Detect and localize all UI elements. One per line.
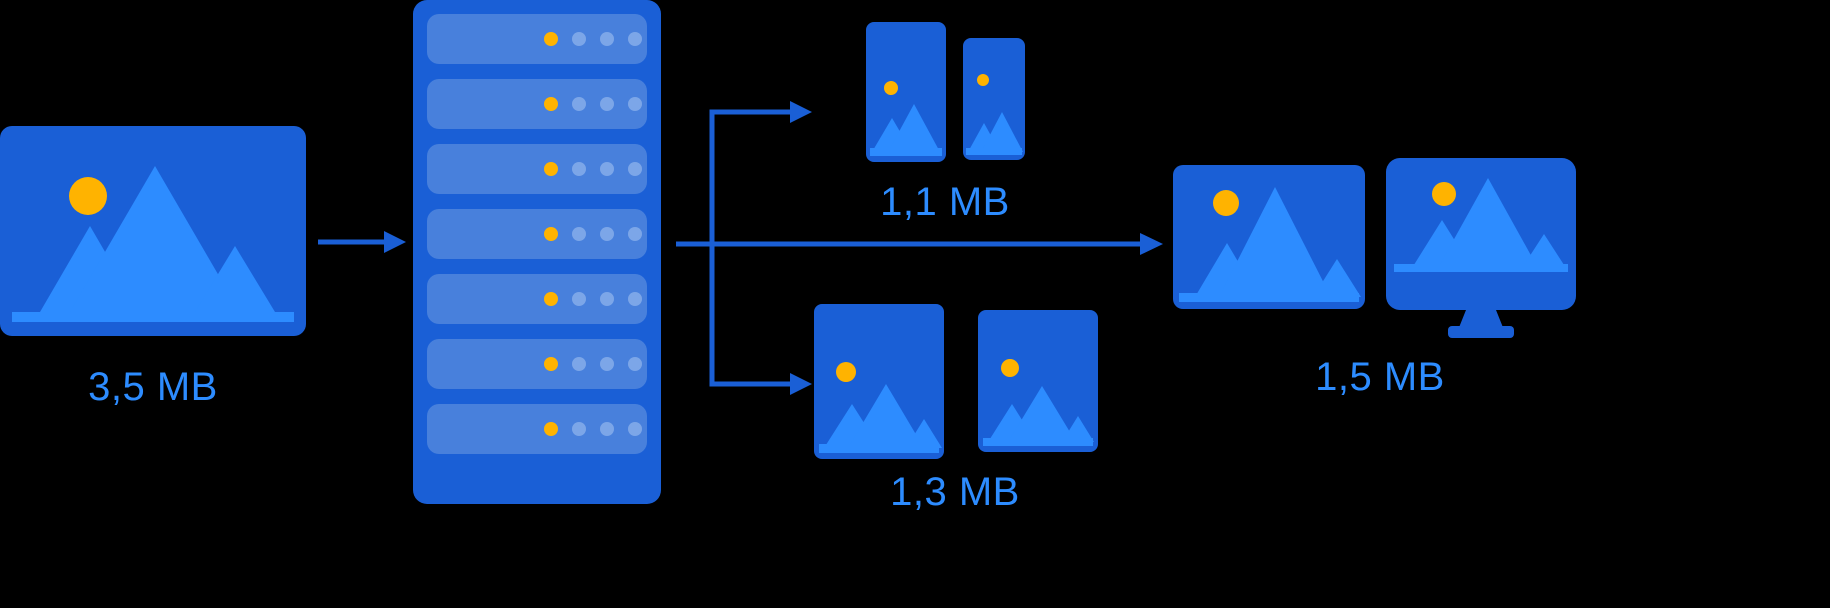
rack-slot: [427, 404, 647, 454]
phone-icon: [866, 22, 946, 162]
desktop-monitor: [1386, 158, 1576, 338]
image-card-icon: [1173, 165, 1365, 309]
rack-slot: [427, 79, 647, 129]
sun-icon: [1432, 182, 1456, 206]
mobile-phone-large: [866, 22, 946, 162]
tablet-group-label: 1,3 MB: [890, 470, 1020, 514]
rack-slot: [427, 274, 647, 324]
phone-icon: [963, 38, 1025, 160]
arrow-right-long-icon: [676, 233, 1163, 255]
sun-icon: [69, 177, 107, 215]
source-image-label: 3,5 MB: [88, 365, 218, 409]
desktop-group-label: 1,5 MB: [1315, 355, 1445, 399]
monitor-icon: [1386, 158, 1576, 338]
tablet-small: [978, 310, 1098, 452]
rack-slot: [427, 209, 647, 259]
server-rack: [413, 0, 661, 504]
source-image-card: [0, 126, 306, 336]
arrow-right-icon: [318, 231, 406, 253]
tablet-large: [814, 304, 944, 459]
desktop-image-card: [1173, 165, 1365, 309]
server-rack-icon: [413, 0, 661, 504]
sun-icon: [1213, 190, 1239, 216]
tablet-icon: [978, 310, 1098, 452]
rack-slot: [427, 14, 647, 64]
connector-source-to-rack: [318, 228, 406, 256]
connector-rack-to-desktop: [676, 230, 1163, 258]
image-card-icon: [0, 126, 306, 336]
tablet-icon: [814, 304, 944, 459]
rack-slot: [427, 339, 647, 389]
mobile-phone-small: [963, 38, 1025, 160]
mobile-group-label: 1,1 MB: [880, 180, 1010, 224]
rack-slot: [427, 144, 647, 194]
